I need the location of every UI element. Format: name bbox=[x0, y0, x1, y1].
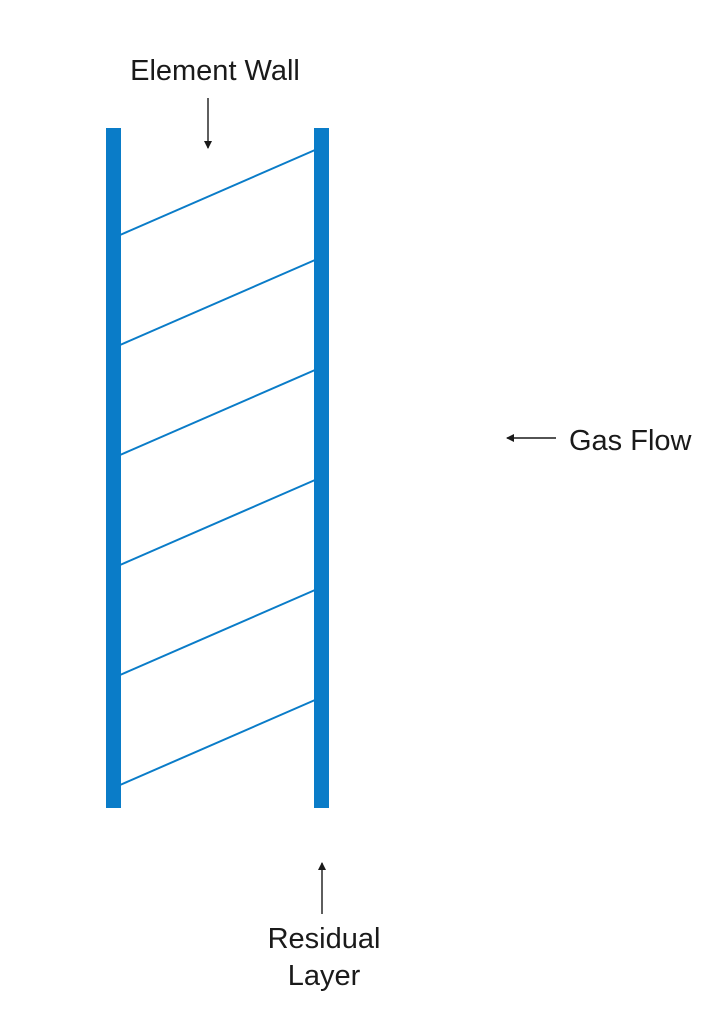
right-wall bbox=[314, 128, 329, 808]
hatch-line bbox=[119, 699, 316, 786]
residual-layer-label-line1: Residual bbox=[268, 923, 381, 955]
left-wall bbox=[106, 128, 121, 808]
element-wall-label: Element Wall bbox=[130, 55, 300, 87]
hatch-line bbox=[119, 259, 316, 346]
hatch-line bbox=[119, 369, 316, 456]
hatch-line bbox=[119, 149, 316, 236]
hatch-line bbox=[119, 589, 316, 676]
hatch-line bbox=[119, 479, 316, 566]
gas-flow-label: Gas Flow bbox=[569, 425, 693, 457]
hatch-lines bbox=[119, 149, 316, 786]
residual-layer-label-line2: Layer bbox=[288, 960, 361, 992]
